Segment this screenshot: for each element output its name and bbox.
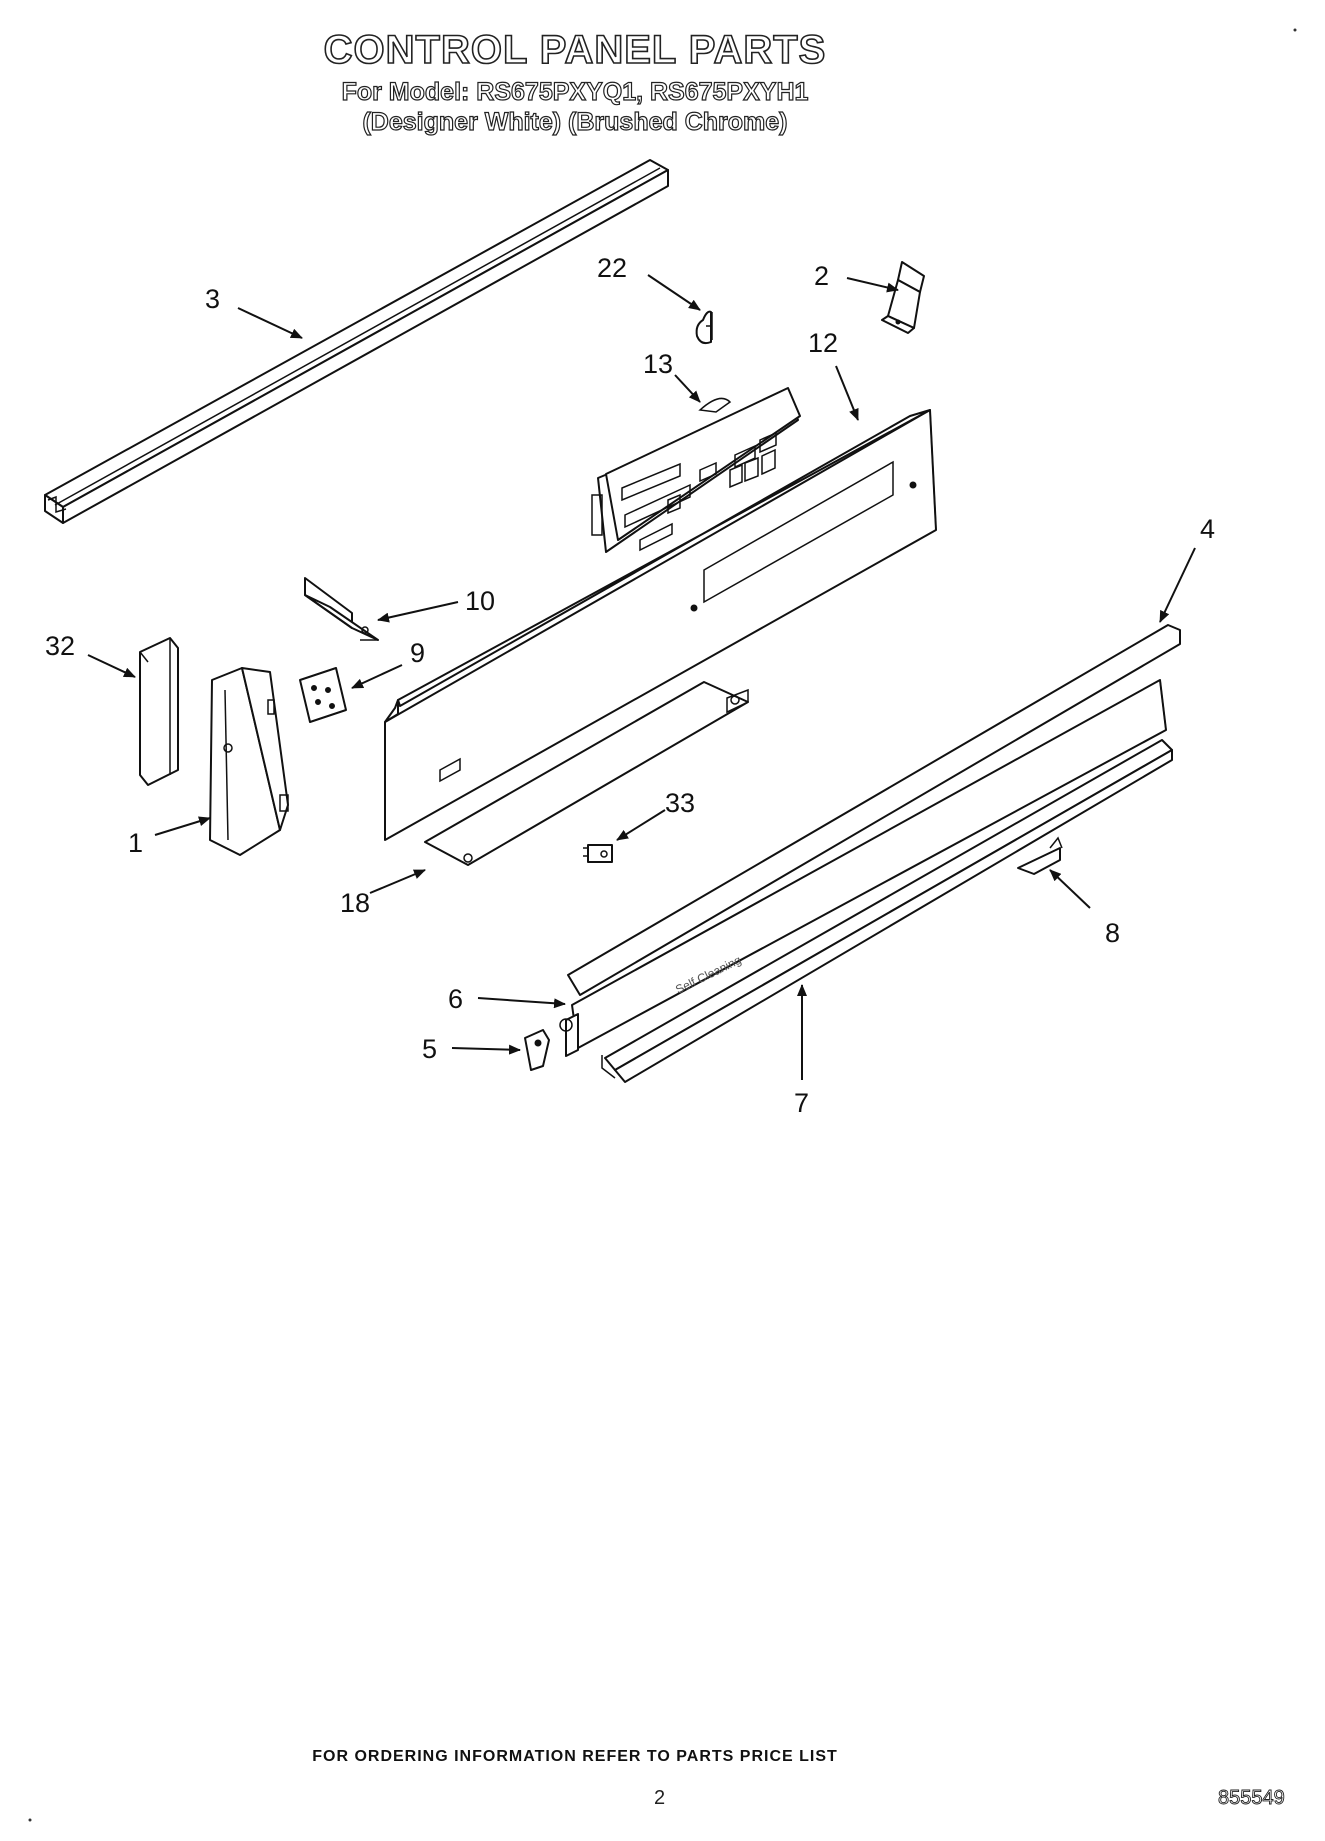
part-13-control-board (591, 387, 801, 553)
callout-5: 5 (422, 1034, 437, 1064)
part-22-clip (695, 310, 713, 345)
part-5-end-bracket (524, 1029, 550, 1071)
part-33-switch (583, 844, 613, 863)
part-8-clip (1017, 836, 1063, 875)
callout-1: 1 (128, 828, 143, 858)
part-18-lower-plate (424, 681, 749, 866)
callout-22: 22 (597, 253, 627, 283)
part-12-control-panel (384, 409, 937, 841)
page-number: 2 (654, 1787, 666, 1809)
callout-2: 2 (814, 261, 829, 291)
callout-7: 7 (794, 1088, 809, 1118)
ordering-note: FOR ORDERING INFORMATION REFER TO PARTS … (312, 1748, 838, 1765)
part-3-top-trim (44, 159, 669, 524)
callout-32: 32 (45, 631, 75, 661)
part-10-bracket (304, 577, 379, 641)
callout-13: 13 (643, 349, 673, 379)
callout-8: 8 (1105, 918, 1120, 948)
part-1-end-cap (209, 667, 289, 856)
callout-18: 18 (340, 888, 370, 918)
page-title: CONTROL PANEL PARTS (323, 27, 827, 73)
part-4-front-trim (567, 624, 1181, 1049)
part-9-plate (299, 667, 347, 723)
callout-10: 10 (465, 586, 495, 616)
leader-arrows (87, 274, 1196, 1080)
finish-names: (Designer White) (Brushed Chrome) (362, 107, 788, 136)
callout-12: 12 (808, 328, 838, 358)
part-6-rod (559, 1013, 579, 1057)
document-number: 855549 (1218, 1787, 1286, 1810)
callout-33: 33 (665, 788, 695, 818)
callout-6: 6 (448, 984, 463, 1014)
part-7-lower-channel: Self Cleaning (601, 739, 1173, 1083)
callout-9: 9 (410, 638, 425, 668)
part-2-bracket (881, 261, 925, 334)
callout-4: 4 (1200, 514, 1215, 544)
part-32-side-strip (139, 637, 179, 786)
callout-3: 3 (205, 284, 220, 314)
model-numbers: For Model: RS675PXYQ1, RS675PXYH1 (341, 77, 809, 106)
